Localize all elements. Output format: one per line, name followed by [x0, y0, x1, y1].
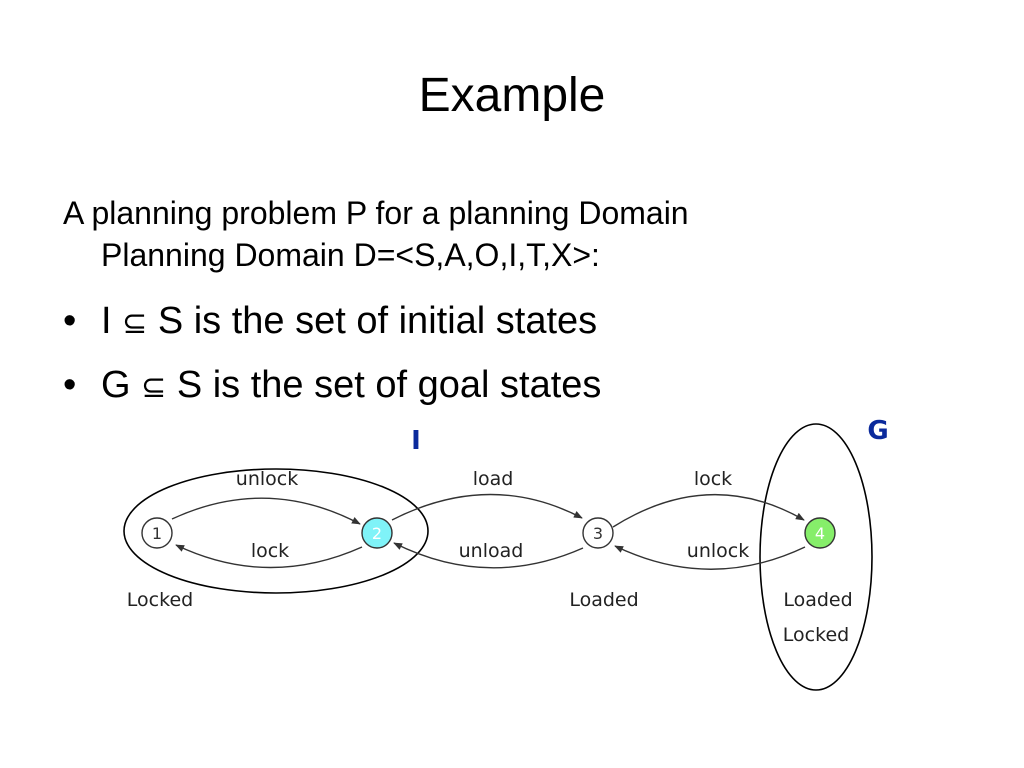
transition-1-to-2 — [171, 497, 361, 525]
intro-line-2: Planning Domain D=<S,A,O,I,T,X>: — [101, 237, 600, 273]
bullet-text: S is the set of initial states — [157, 300, 598, 342]
bullet-mark: • — [63, 364, 77, 406]
subset-symbol: ⊆ — [122, 306, 148, 341]
transition-4-to-3 — [614, 545, 806, 570]
state-circle — [804, 517, 836, 549]
state-1: 1 — [141, 517, 173, 549]
state-circle — [141, 517, 173, 549]
goal-set-label: G — [867, 416, 888, 446]
transition-2-to-1 — [175, 544, 363, 569]
bullet-symbol: G — [101, 364, 131, 406]
bullet-goal-states: • G ⊆ S is the set of goal states — [63, 362, 601, 411]
transition-3-to-4 — [612, 493, 805, 528]
bullet-initial-states: • I ⊆ S is the set of initial states — [63, 298, 597, 347]
bullet-text: S is the set of goal states — [176, 364, 602, 406]
state-4: 4 — [804, 517, 836, 549]
state-2: 2 — [361, 517, 393, 549]
state-4-label-locked: Locked — [783, 624, 849, 646]
intro-text: A planning problem P for a planning Doma… — [63, 192, 963, 276]
initial-set-label: I — [411, 426, 421, 456]
transition-label: unlock — [687, 540, 749, 562]
transition-label: lock — [251, 540, 289, 562]
bullet-mark: • — [63, 300, 77, 342]
transition-2-to-3 — [391, 493, 583, 521]
intro-line-1: A planning problem P for a planning Doma… — [63, 195, 689, 231]
state-circle — [582, 517, 614, 549]
transition-label: unload — [459, 540, 524, 562]
state-number: 3 — [593, 524, 603, 543]
state-3-label-loaded: Loaded — [569, 589, 638, 611]
state-3: 3 — [582, 517, 614, 549]
state-number: 4 — [815, 524, 825, 543]
transition-label: lock — [694, 468, 732, 490]
initial-set-boundary — [123, 468, 429, 594]
subset-symbol: ⊆ — [141, 370, 167, 405]
state-circle — [361, 517, 393, 549]
slide-title: Example — [418, 69, 606, 122]
state-number: 1 — [152, 524, 162, 543]
state-1-label-locked: Locked — [127, 589, 193, 611]
transition-3-to-2 — [393, 542, 584, 569]
state-number: 2 — [372, 524, 382, 543]
transition-label: unlock — [236, 468, 298, 490]
goal-set-boundary — [759, 423, 873, 691]
transition-label: load — [473, 468, 514, 490]
bullet-symbol: I — [101, 300, 112, 342]
state-4-label-loaded: Loaded — [783, 589, 852, 611]
